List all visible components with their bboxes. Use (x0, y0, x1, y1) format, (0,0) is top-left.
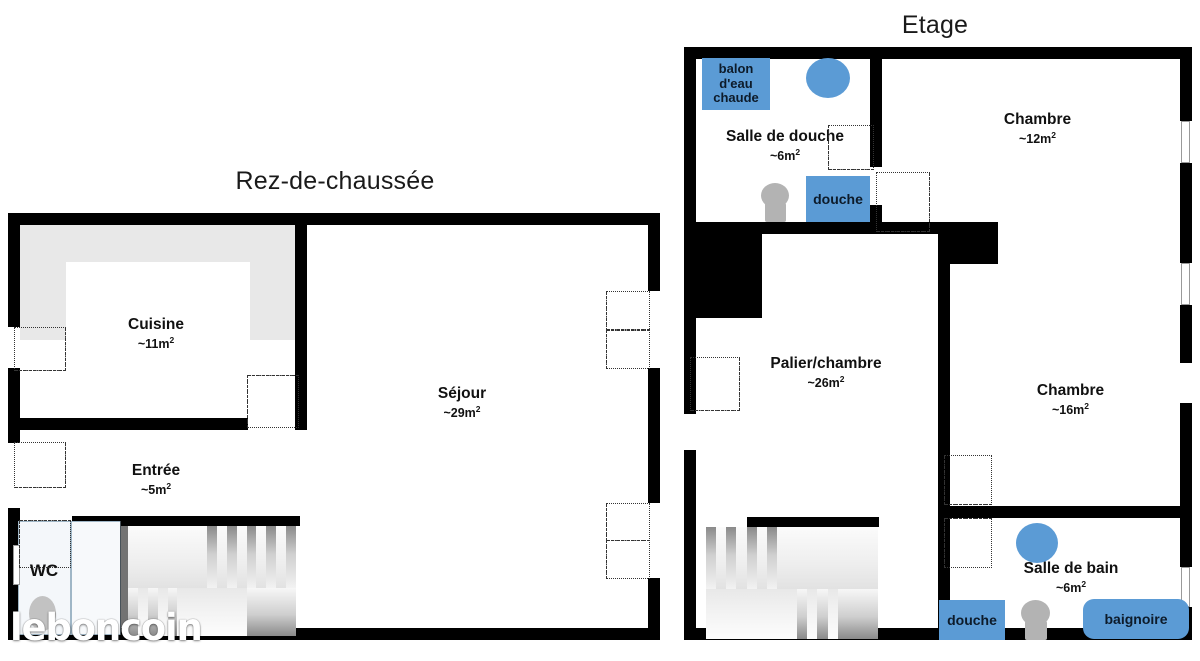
door-sejour-french-lower-bottom[interactable] (606, 540, 650, 579)
door-swing-arc (876, 172, 930, 232)
toilet-icon-salle-de-bain (1018, 600, 1054, 640)
upper-wall-chambre16-sdb (938, 506, 1192, 518)
staircase-ground-upper-run (128, 526, 296, 588)
door-swing-arc (19, 520, 71, 568)
chambre16-name: Chambre (1036, 382, 1105, 399)
shower-box-salle-de-bain: douche (939, 600, 1005, 640)
upper-structural-block-left (684, 222, 762, 318)
door-swing-arc (606, 540, 650, 579)
door-swing-arc (944, 518, 992, 568)
door-swing-arc (14, 327, 66, 371)
palier-name: Palier/chambre (770, 355, 882, 372)
room-label-salle-de-douche: Salle de douche ~6m2 (698, 128, 872, 164)
door-swing-arc (828, 125, 874, 170)
ground-wall-entree-stairs (72, 516, 300, 526)
staircase-ground-lower-run (128, 588, 296, 636)
door-entree-exterior[interactable] (14, 442, 66, 488)
salle-de-douche-name: Salle de douche (725, 128, 844, 145)
ground-wall-right-c (648, 578, 660, 640)
upper-floor-title: Etage (901, 11, 969, 39)
upper-window-chambre12 (1181, 121, 1190, 163)
ground-wall-top (8, 213, 660, 225)
cuisine-area: ~11m2 (137, 335, 175, 352)
upper-floor-plan: Etage balon d'eau chau (680, 0, 1200, 661)
door-swing-arc (247, 375, 299, 428)
sejour-area: ~29m2 (443, 404, 481, 421)
upper-wall-top (684, 47, 1192, 59)
chambre16-area: ~16m2 (1051, 401, 1090, 418)
entree-name: Entrée (131, 462, 181, 479)
room-label-chambre-16: Chambre ~16m2 (998, 382, 1143, 418)
sink-douche-icon (806, 58, 850, 98)
shower-label: douche (813, 190, 863, 207)
upper-wall-right-c (1180, 305, 1192, 363)
room-label-palier: Palier/chambre ~26m2 (728, 355, 924, 391)
water-heater-box: balon d'eau chaude (702, 58, 770, 110)
door-salle-de-douche-to-chambre12[interactable] (828, 125, 874, 170)
door-cuisine-exterior[interactable] (14, 327, 66, 371)
stair-rail-ground (120, 521, 128, 639)
door-sejour-french-upper-top[interactable] (606, 291, 650, 331)
door-swing-arc (606, 329, 650, 369)
wc-adjacent-closet (71, 521, 121, 635)
kitchen-counter-cutout (66, 262, 250, 340)
sink-salle-de-bain-icon (1016, 523, 1058, 563)
door-wc[interactable] (19, 520, 71, 568)
toilet-icon (29, 596, 56, 631)
ground-wall-right-a (648, 213, 660, 291)
door-palier-to-chambre16[interactable] (944, 455, 992, 505)
room-label-wc: WC (14, 561, 74, 581)
door-palier-exterior[interactable] (690, 357, 740, 411)
ground-wall-left-upper (8, 213, 20, 327)
upper-structural-block-mid (938, 222, 998, 264)
door-cuisine-entree[interactable] (247, 375, 299, 428)
door-swing-arc (14, 442, 66, 488)
upper-wall-left-a (684, 47, 696, 232)
bathtub-box: baignoire (1083, 599, 1189, 639)
toilet-icon-salle-de-douche (758, 183, 792, 222)
upper-wall-right-b (1180, 163, 1192, 263)
upper-wall-palier-chambre16 (938, 222, 950, 640)
sejour-name: Séjour (437, 385, 487, 402)
upper-wall-right-d (1180, 403, 1192, 567)
salle-de-bain-name: Salle de bain (1023, 560, 1119, 577)
cuisine-name: Cuisine (128, 316, 184, 333)
salle-de-bain-area: ~6m2 (1055, 579, 1087, 596)
shower-box-douche: douche (806, 176, 870, 222)
chambre12-area: ~12m2 (1018, 130, 1057, 147)
ground-wall-cuisine-entree (8, 418, 248, 430)
entree-area: ~5m2 (140, 481, 172, 498)
ground-wall-right-b (648, 368, 660, 503)
palier-area: ~26m2 (807, 374, 845, 391)
shower-label: douche (947, 611, 997, 628)
wc-name: WC (29, 561, 59, 580)
leboncoin-watermark: leboncoin (10, 606, 203, 649)
door-sejour-french-lower-top[interactable] (606, 503, 650, 541)
salle-de-douche-area: ~6m2 (769, 147, 801, 164)
door-sejour-french-upper-bottom[interactable] (606, 329, 650, 369)
room-label-chambre-12: Chambre ~12m2 (965, 111, 1110, 147)
staircase-upper-run-a (706, 527, 879, 589)
door-palier-to-salle-de-bain[interactable] (944, 518, 992, 568)
water-heater-label: balon d'eau chaude (713, 61, 759, 106)
room-label-entree: Entrée ~5m2 (76, 462, 236, 498)
ground-floor-title: Rez-de-chaussée (235, 167, 435, 195)
upper-wall-right-a (1180, 47, 1192, 121)
room-label-cuisine: Cuisine ~11m2 (76, 316, 236, 352)
ground-wall-left-mid (8, 368, 20, 443)
upper-wall-left-c (684, 450, 696, 640)
bathtub-label: baignoire (1104, 610, 1168, 627)
staircase-upper-run-b (706, 589, 879, 639)
door-swing-arc (944, 455, 992, 505)
room-label-sejour: Séjour ~29m2 (382, 385, 542, 421)
upper-window-chambre16-a (1181, 263, 1190, 305)
door-chambre12-to-palier[interactable] (876, 172, 930, 232)
ground-floor-plan: Rez-de-chaussée Cuisine ~11m2 Séjour ~29… (8, 167, 660, 649)
stair-rail-upper (747, 517, 879, 527)
room-label-salle-de-bain: Salle de bain ~6m2 (985, 560, 1157, 596)
chambre12-name: Chambre (1003, 111, 1072, 128)
door-swing-arc (690, 357, 740, 411)
